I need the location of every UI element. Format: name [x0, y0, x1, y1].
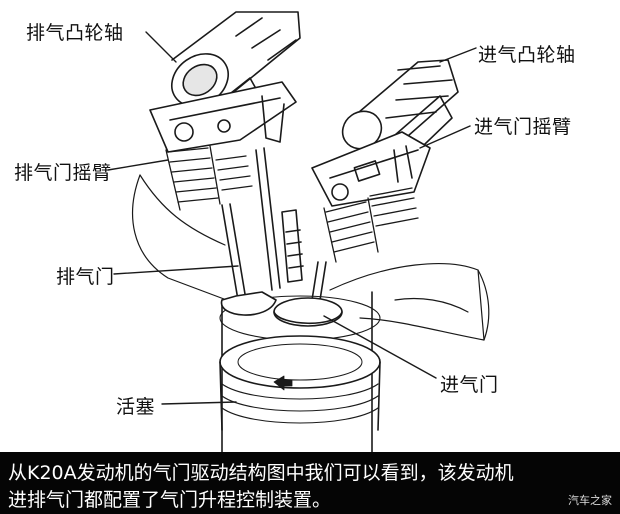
label-intake-camshaft: 进气凸轮轴 — [478, 44, 576, 66]
leader-exhaust-valve — [113, 265, 239, 275]
piston — [219, 335, 381, 431]
exhaust-rocker-arm — [149, 81, 297, 153]
caption-bar: 从K20A发动机的气门驱动结构图中我们可以看到，该发动机 进排气门都配置了气门升… — [0, 452, 620, 514]
watermark: 汽车之家 — [568, 494, 612, 507]
caption-line-1: 从K20A发动机的气门驱动结构图中我们可以看到，该发动机 — [8, 462, 514, 484]
label-piston: 活塞 — [116, 396, 156, 418]
exhaust-port — [131, 174, 241, 306]
leader-piston — [161, 401, 237, 405]
leader-intake-camshaft — [439, 47, 477, 63]
leader-intake-valve — [323, 315, 437, 379]
leader-intake-rocker-arm — [419, 125, 471, 149]
caption-line-2: 进排气门都配置了气门升程控制装置。 — [8, 489, 332, 511]
spark-plug — [281, 209, 304, 283]
intake-camshaft — [341, 59, 459, 169]
leader-exhaust-camshaft — [145, 31, 177, 63]
label-intake-valve: 进气门 — [440, 374, 499, 396]
label-exhaust-rocker-arm: 排气门摇臂 — [14, 162, 112, 184]
intake-rocker-arm — [311, 131, 431, 207]
label-exhaust-valve: 排气门 — [56, 266, 115, 288]
exhaust-valve-springs — [165, 145, 253, 211]
label-exhaust-camshaft: 排气凸轮轴 — [26, 22, 124, 44]
leader-lines — [107, 31, 477, 405]
leader-exhaust-rocker-arm — [107, 159, 169, 171]
label-intake-rocker-arm: 进气门摇臂 — [474, 116, 572, 138]
intake-valve-springs — [323, 187, 419, 263]
exhaust-valve — [221, 147, 281, 316]
intake-valve — [273, 261, 343, 327]
intake-port — [329, 263, 490, 341]
